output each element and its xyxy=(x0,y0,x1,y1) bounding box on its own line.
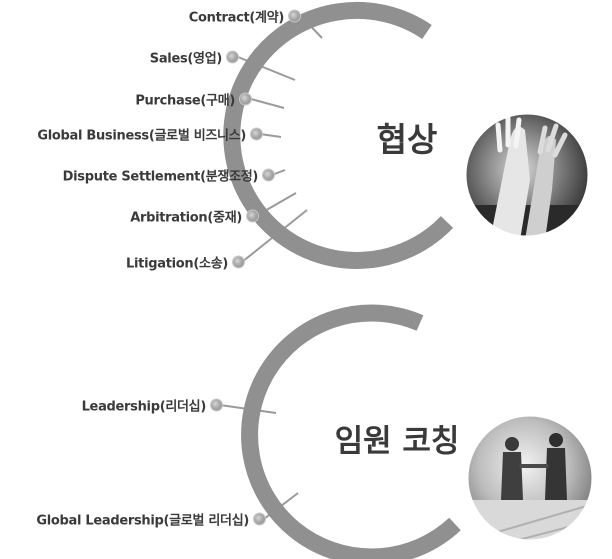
bullet-dot-icon xyxy=(227,51,238,63)
item-label: Global Business(글로벌 비즈니스) xyxy=(37,128,246,144)
bullet-dot-icon xyxy=(211,399,222,411)
item-label: Dispute Settlement(분쟁조정) xyxy=(62,169,259,185)
bullet-dot-icon xyxy=(289,10,300,22)
business-handshake-photo-icon xyxy=(465,413,595,543)
arc-1 xyxy=(223,1,454,269)
item-label: Arbitration(중재) xyxy=(130,210,242,226)
bullet-dot-icon xyxy=(240,93,251,105)
list-item: Global Leadership(글로벌 리더십) xyxy=(36,510,265,529)
item-label: Global Leadership(글로벌 리더십) xyxy=(36,513,249,529)
list-item: Dispute Settlement(분쟁조정) xyxy=(63,166,274,185)
list-item: Purchase(구매) xyxy=(135,90,251,109)
bullet-dot-icon xyxy=(233,256,244,268)
list-item: Arbitration(중재) xyxy=(130,207,258,226)
section-title-negotiation: 협상 xyxy=(376,120,438,159)
bullet-dot-icon xyxy=(247,210,258,222)
list-item: Leadership(리더십) xyxy=(82,396,222,415)
bullet-dot-icon xyxy=(263,169,274,181)
arc-2 xyxy=(241,304,461,559)
item-label: Purchase(구매) xyxy=(135,93,235,109)
item-label: Contract(계약) xyxy=(188,10,285,26)
bullet-dot-icon xyxy=(251,128,262,140)
item-label: Leadership(리더십) xyxy=(81,399,207,415)
list-item: Contract(계약) xyxy=(189,7,300,26)
high-five-hands-photo-icon xyxy=(463,111,591,239)
list-item: Litigation(소송) xyxy=(126,253,244,272)
bullet-dot-icon xyxy=(254,513,265,525)
item-label: Litigation(소송) xyxy=(126,256,228,272)
item-label: Sales(영업) xyxy=(149,51,223,67)
section-title-executive-coaching: 임원 코칭 xyxy=(334,423,460,460)
list-item: Global Business(글로벌 비즈니스) xyxy=(37,125,262,144)
list-item: Sales(영업) xyxy=(150,48,238,67)
